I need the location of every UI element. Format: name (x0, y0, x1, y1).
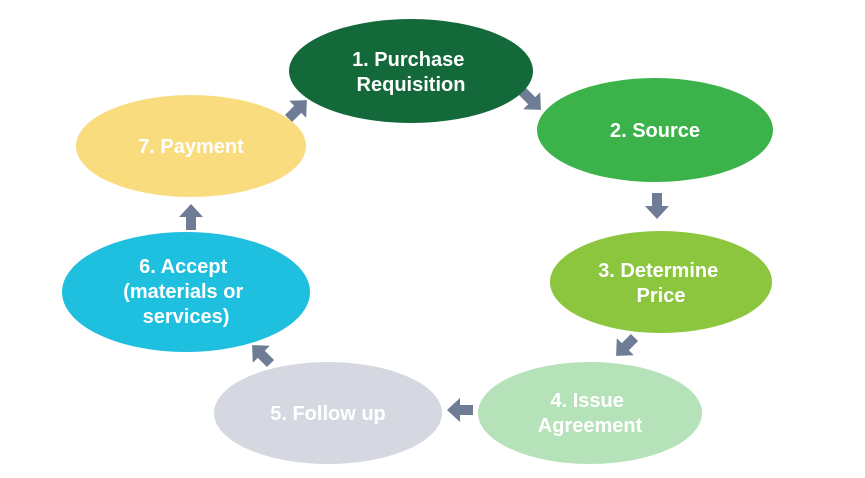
step-2-ellipse (537, 78, 773, 182)
step-1-ellipse (289, 19, 533, 123)
step-4-ellipse (478, 362, 702, 464)
step-5-node: 5. Follow up (214, 362, 442, 464)
step-7-ellipse (76, 95, 306, 197)
arrow-4-to-5 (447, 398, 473, 422)
step-1-node: 1. Purchase Requisition (289, 19, 533, 123)
step-2-label: 2. Source (610, 120, 700, 142)
step-4-label: 4. Issue Agreement (538, 390, 643, 437)
step-2-node: 2. Source (537, 78, 773, 182)
step-2-line-1: 2. Source (610, 120, 700, 142)
step-4-line-1: 4. Issue (551, 390, 624, 412)
step-7-line-1: 7. Payment (138, 136, 244, 158)
arrow-7-to-1 (284, 100, 307, 123)
step-1-label: 1. Purchase Requisition (352, 49, 470, 96)
step-7-node: 7. Payment (76, 95, 306, 197)
step-6-line-3: services) (143, 306, 230, 328)
step-5-line-1: 5. Follow up (270, 403, 386, 425)
step-6-label: 6. Accept (materials or services) (123, 256, 249, 328)
step-6-node: 6. Accept (materials or services) (62, 232, 310, 352)
arrow-1-to-2 (518, 87, 541, 110)
step-3-label: 3. Determine Price (598, 260, 724, 307)
step-3-node: 3. Determine Price (550, 231, 772, 333)
step-3-line-1: 3. Determine (598, 260, 718, 282)
step-6-line-1: 6. Accept (139, 256, 228, 278)
step-6-line-2: (materials or (123, 281, 243, 303)
step-1-line-2: Requisition (357, 74, 466, 96)
step-6-ellipse (62, 232, 310, 352)
step-4-node: 4. Issue Agreement (478, 362, 702, 464)
step-3-ellipse (550, 231, 772, 333)
step-7-label: 7. Payment (138, 136, 244, 158)
step-3-line-2: Price (637, 285, 686, 307)
cycle-arrows (179, 87, 669, 422)
step-1-line-1: 1. Purchase (352, 49, 464, 71)
step-5-label: 5. Follow up (270, 403, 386, 425)
arrow-5-to-6 (252, 345, 275, 368)
step-5-ellipse (214, 362, 442, 464)
arrow-3-to-4 (616, 333, 639, 356)
step-4-line-2: Agreement (538, 415, 643, 437)
arrow-6-to-7 (179, 204, 203, 230)
arrow-2-to-3 (645, 193, 669, 219)
